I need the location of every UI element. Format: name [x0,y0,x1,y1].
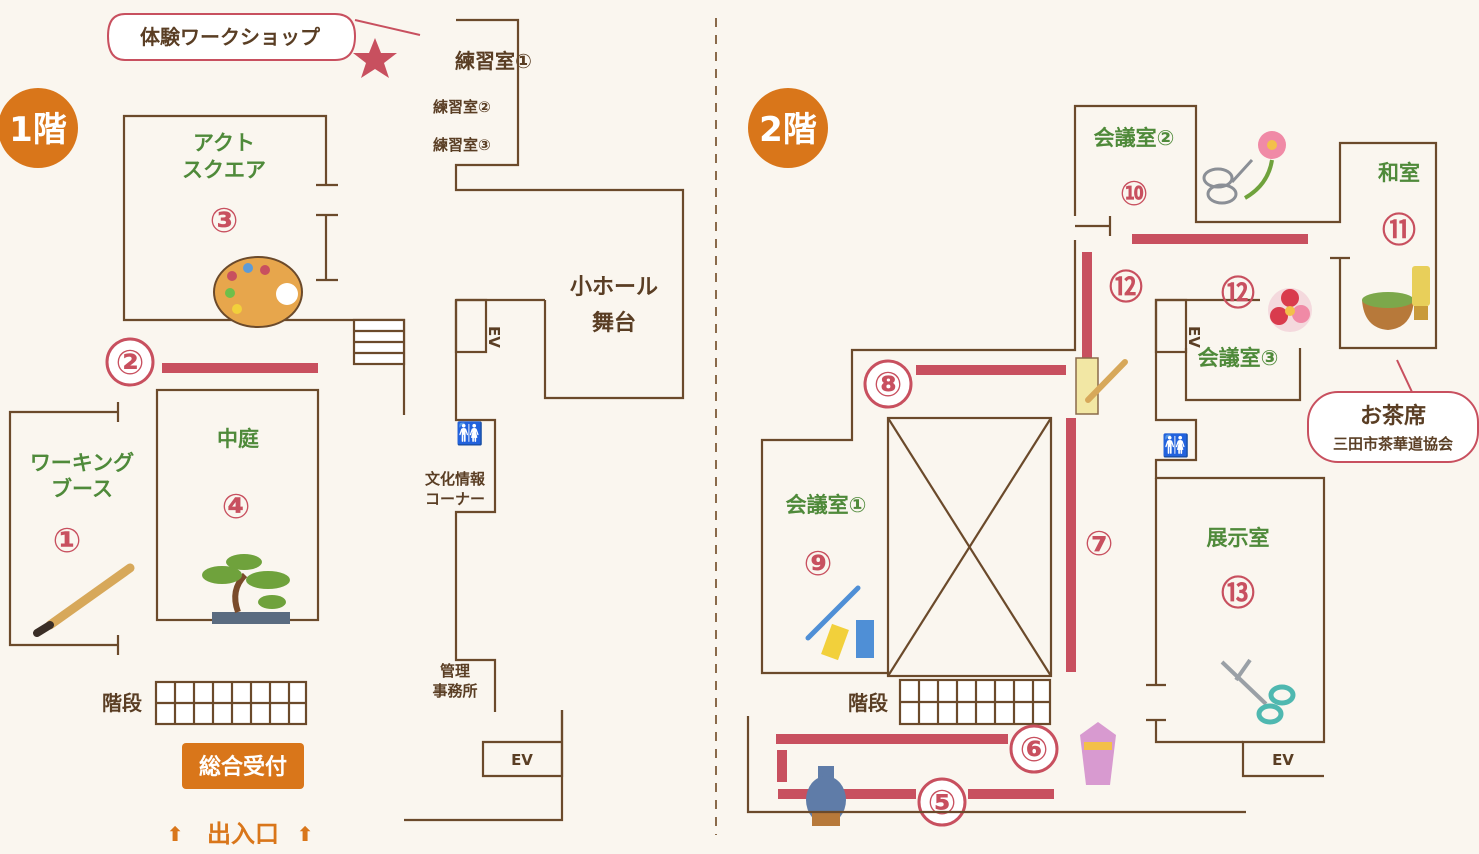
culture-corner-label-2: コーナー [425,490,485,508]
office-label-2: 事務所 [432,682,477,700]
stairs-1f-label: 階段 [102,691,142,715]
calligraphy-icon [1075,357,1128,415]
vase-icon [806,766,846,826]
spot-9: ⑨ [804,544,833,584]
flower-scissors-icon [1202,131,1286,205]
ev-2f-vertical-label: EV [1185,326,1203,348]
meeting-room-3-label: 会議室③ [1198,346,1279,370]
ev-1f-label: EV [511,751,533,769]
practice-room-1-label: 練習室① [455,49,532,73]
floor-2-label: 2階 [759,110,817,150]
act-square-label-1: アクト [193,131,255,155]
act-square-label-2: スクエア [182,158,266,182]
spot-1: ① [53,521,82,561]
practice-room-2-label: 練習室② [433,98,491,116]
exhibition-room-label: 展示室 [1207,526,1270,550]
bonsai-icon [202,554,290,624]
reception-badge [182,743,304,789]
spot-6: ⑥ [1020,730,1049,770]
japanese-room-label: 和室 [1378,161,1420,185]
brush-icon [33,563,135,637]
tea-callout [1307,391,1479,463]
stairs-2f [898,678,1052,726]
spot-13: ⑬ [1221,574,1255,614]
floor-1-label: 1階 [9,110,67,150]
ev-2f-label: EV [1272,751,1294,769]
spot-5: ⑤ [928,783,957,823]
working-booth-label-1: ワーキング [30,451,134,475]
spot-7: ⑦ [1085,524,1114,564]
tea-bowl-icon [1362,266,1430,330]
spot-12-corridor: ⑫ [1109,268,1143,308]
courtyard-label: 中庭 [217,427,259,451]
stage-label: 舞台 [592,310,636,336]
working-booth-label-2: ブース [51,477,113,501]
spot-8: ⑧ [874,365,903,405]
floor-2: 2階 会議室② ⑩ 和室 ⑪ ⑫ [746,88,1479,827]
paint-tubes-icon [805,585,874,661]
stairs-2f-label: 階段 [848,691,888,715]
office-label-1: 管理 [440,662,470,680]
star-icon [353,38,397,78]
floor-1-badge [0,88,78,168]
floor-2-badge [748,88,828,168]
tea-callout-subtitle: 三田市茶華道協会 [1333,435,1453,453]
workshop-callout-text: 体験ワークショップ [140,25,321,49]
meeting-room-2-label: 会議室② [1094,126,1175,150]
reception-label: 総合受付 [199,754,287,780]
tea-callout-title: お茶席 [1360,403,1426,429]
spot-2: ② [116,343,145,383]
small-hall-label: 小ホール [570,275,658,300]
palette-icon [213,256,303,328]
meeting-room-1-label: 会議室① [786,493,867,517]
spot-4: ④ [222,487,251,527]
kimono-icon [1080,722,1116,785]
spot-10: ⑩ [1120,174,1149,214]
stairs-lower [154,680,308,726]
spot-3: ③ [210,201,239,241]
entrance-label: 出入口 [207,820,279,848]
floor-1: 1階 体験ワークショップ 練習室① 練習室② 練習室③ 小ホール 舞台 EV 🚻… [0,13,685,848]
culture-corner-label-1: 文化情報 [425,470,486,488]
up-arrow-icon: ⬆ [297,822,314,846]
ikebana-flower-icon [1268,288,1312,332]
scissors-icon [1220,658,1296,725]
ev-1f-vertical-label: EV [485,326,503,348]
spot-11: ⑪ [1382,211,1416,251]
stairs-upper [352,318,406,366]
workshop-callout [106,13,357,61]
up-arrow-icon: ⬆ [167,822,184,846]
restroom-icon: 🚻 [456,421,483,447]
practice-room-3-label: 練習室③ [433,136,491,154]
restroom-icon: 🚻 [1162,433,1189,459]
spot-12-room: ⑫ [1221,274,1255,314]
